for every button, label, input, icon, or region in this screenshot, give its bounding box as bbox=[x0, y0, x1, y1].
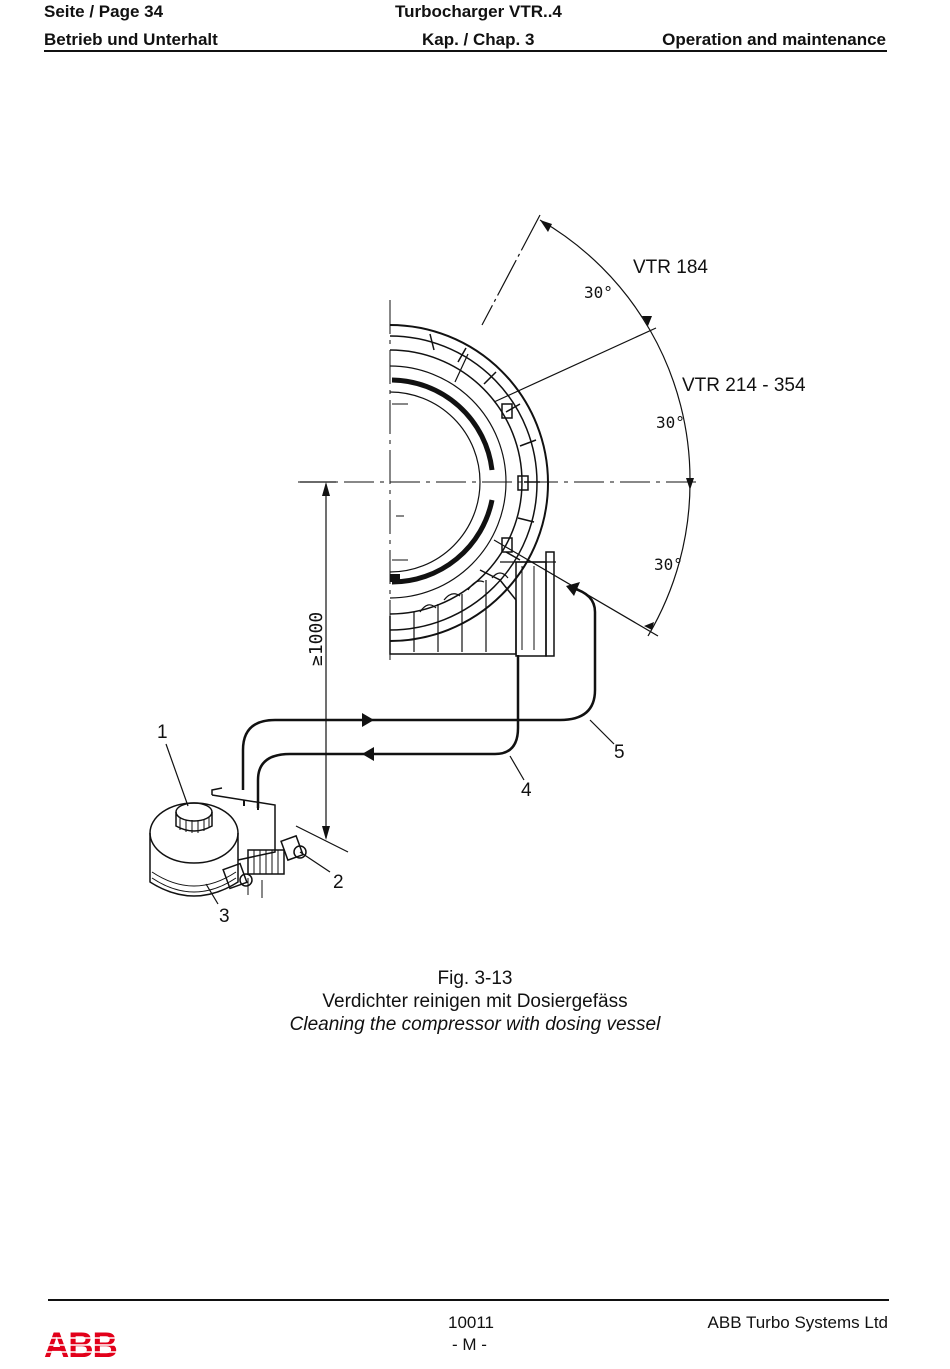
figure-title-german: Verdichter reinigen mit Dosiergefäss bbox=[322, 991, 628, 1012]
distance-label: ≥1000 bbox=[306, 612, 327, 666]
callout-leaders bbox=[165, 719, 615, 905]
abb-logo-text: ABB bbox=[44, 1328, 117, 1360]
angle-label-lower: 30° bbox=[654, 555, 683, 574]
dosing-vessel bbox=[149, 787, 307, 898]
footer-rule bbox=[48, 1299, 889, 1301]
cleaning-hoses bbox=[241, 582, 597, 808]
callout-4: 4 bbox=[521, 780, 532, 801]
callout-2: 2 bbox=[333, 872, 344, 893]
section-german: Betrieb und Unterhalt bbox=[44, 30, 218, 49]
figure-title-english: Cleaning the compressor with dosing vess… bbox=[289, 1014, 661, 1035]
revision-mark: - M - bbox=[452, 1335, 487, 1354]
company-name: ABB Turbo Systems Ltd bbox=[707, 1313, 888, 1332]
document-title: Turbocharger VTR..4 bbox=[395, 2, 562, 21]
angle-label-upper: 30° bbox=[584, 283, 613, 302]
label-vtr184: VTR 184 bbox=[633, 257, 708, 278]
label-vtr214-354: VTR 214 - 354 bbox=[682, 375, 806, 396]
callout-3: 3 bbox=[219, 906, 230, 927]
angle-label-middle: 30° bbox=[656, 413, 685, 432]
chapter-label: Kap. / Chap. 3 bbox=[422, 30, 535, 49]
height-dimension bbox=[295, 481, 349, 853]
page-number: Seite / Page 34 bbox=[44, 2, 164, 21]
callout-1: 1 bbox=[157, 722, 168, 743]
callout-5: 5 bbox=[614, 742, 625, 763]
header-rule bbox=[44, 50, 887, 52]
document-number: 10011 bbox=[448, 1313, 495, 1332]
abb-logo: ABB bbox=[44, 1328, 124, 1360]
section-english: Operation and maintenance bbox=[662, 30, 886, 49]
figure-number: Fig. 3-13 bbox=[437, 968, 513, 989]
compressor-housing bbox=[389, 324, 549, 642]
